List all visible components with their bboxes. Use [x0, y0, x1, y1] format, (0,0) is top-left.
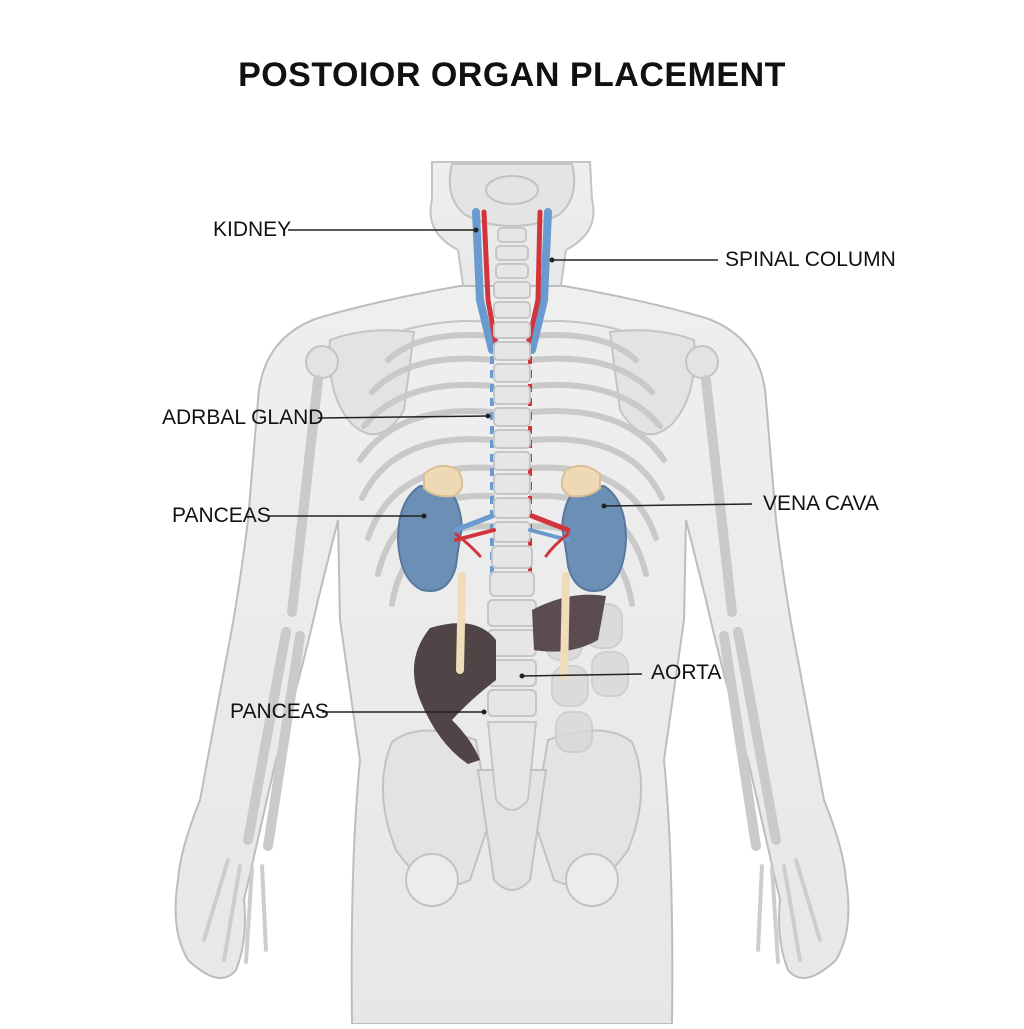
label-spinal-column: SPINAL COLUMN	[725, 248, 896, 271]
renal-vessels	[453, 513, 571, 558]
skull	[448, 163, 576, 228]
left-kidney	[396, 464, 464, 592]
spinal-column	[486, 227, 538, 811]
page-title: POSTOIOR ORGAN PLACEMENT	[238, 56, 786, 94]
right-kidney	[560, 464, 628, 592]
leader-lines	[268, 229, 753, 713]
label-vena-cava: VENA CAVA	[763, 492, 879, 515]
leader-dots	[421, 227, 607, 715]
ureters	[456, 572, 570, 680]
leader-line-aorta	[521, 673, 643, 677]
arm-bones	[243, 375, 781, 851]
label-adrenal-gland: ADRBAL GLAND	[162, 406, 324, 429]
label-aorta: AORTA	[651, 661, 722, 684]
leader-line-adrenal-gland	[317, 415, 489, 419]
rib-cage	[357, 332, 667, 607]
leader-line-vena-cava	[603, 503, 753, 507]
label-kidney: KIDNEY	[213, 218, 292, 241]
label-pancreas-lower: PANCEAS	[230, 700, 329, 723]
hand-bones	[202, 858, 822, 964]
label-pancreas-upper: PANCEAS	[172, 504, 271, 527]
